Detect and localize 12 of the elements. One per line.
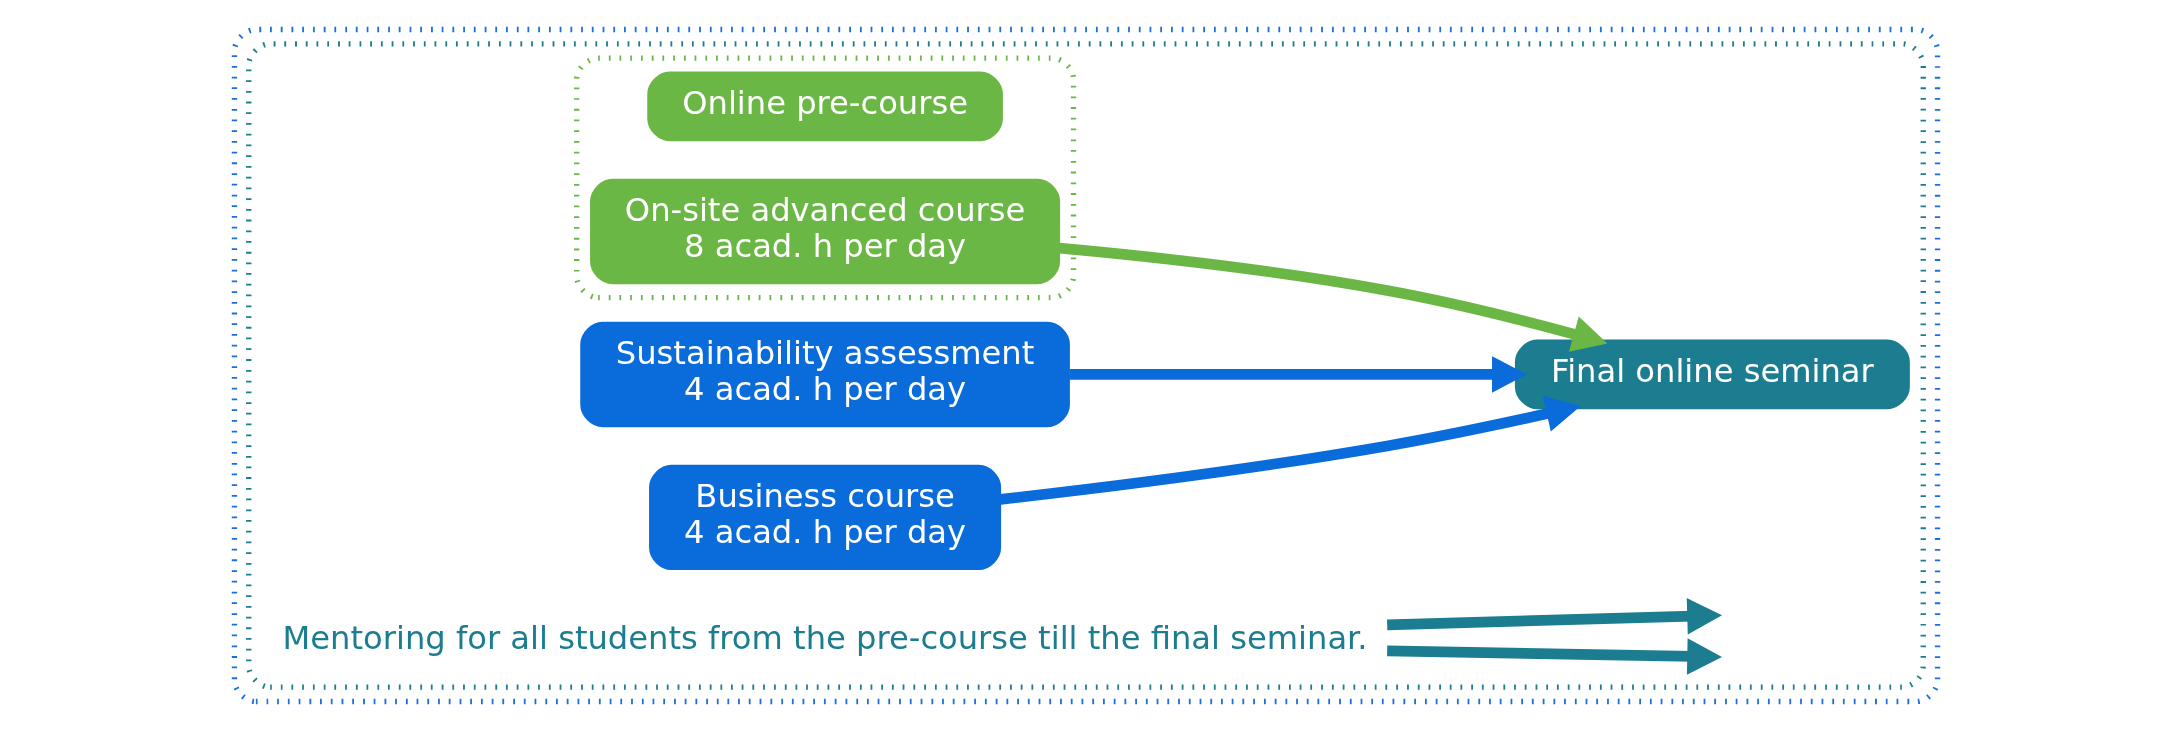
arrow (999, 395, 1581, 505)
node-text: Mentoring for all students from the pre-course till the final seminar. (282, 618, 1368, 657)
node-box: Sustainability assessment 4 acad. h per day (580, 321, 1070, 428)
node-box: Business course 4 acad. h per day (649, 464, 1002, 571)
arrow (1069, 356, 1527, 393)
arrow (1059, 242, 1608, 352)
node-box: Final online seminar (1514, 339, 1910, 410)
cluster (574, 55, 1077, 301)
node-box: Online pre-course (647, 71, 1003, 142)
arrow (1387, 598, 1723, 635)
arrow (1387, 638, 1722, 675)
node-box: On-site advanced course 8 acad. h per day (590, 178, 1061, 285)
